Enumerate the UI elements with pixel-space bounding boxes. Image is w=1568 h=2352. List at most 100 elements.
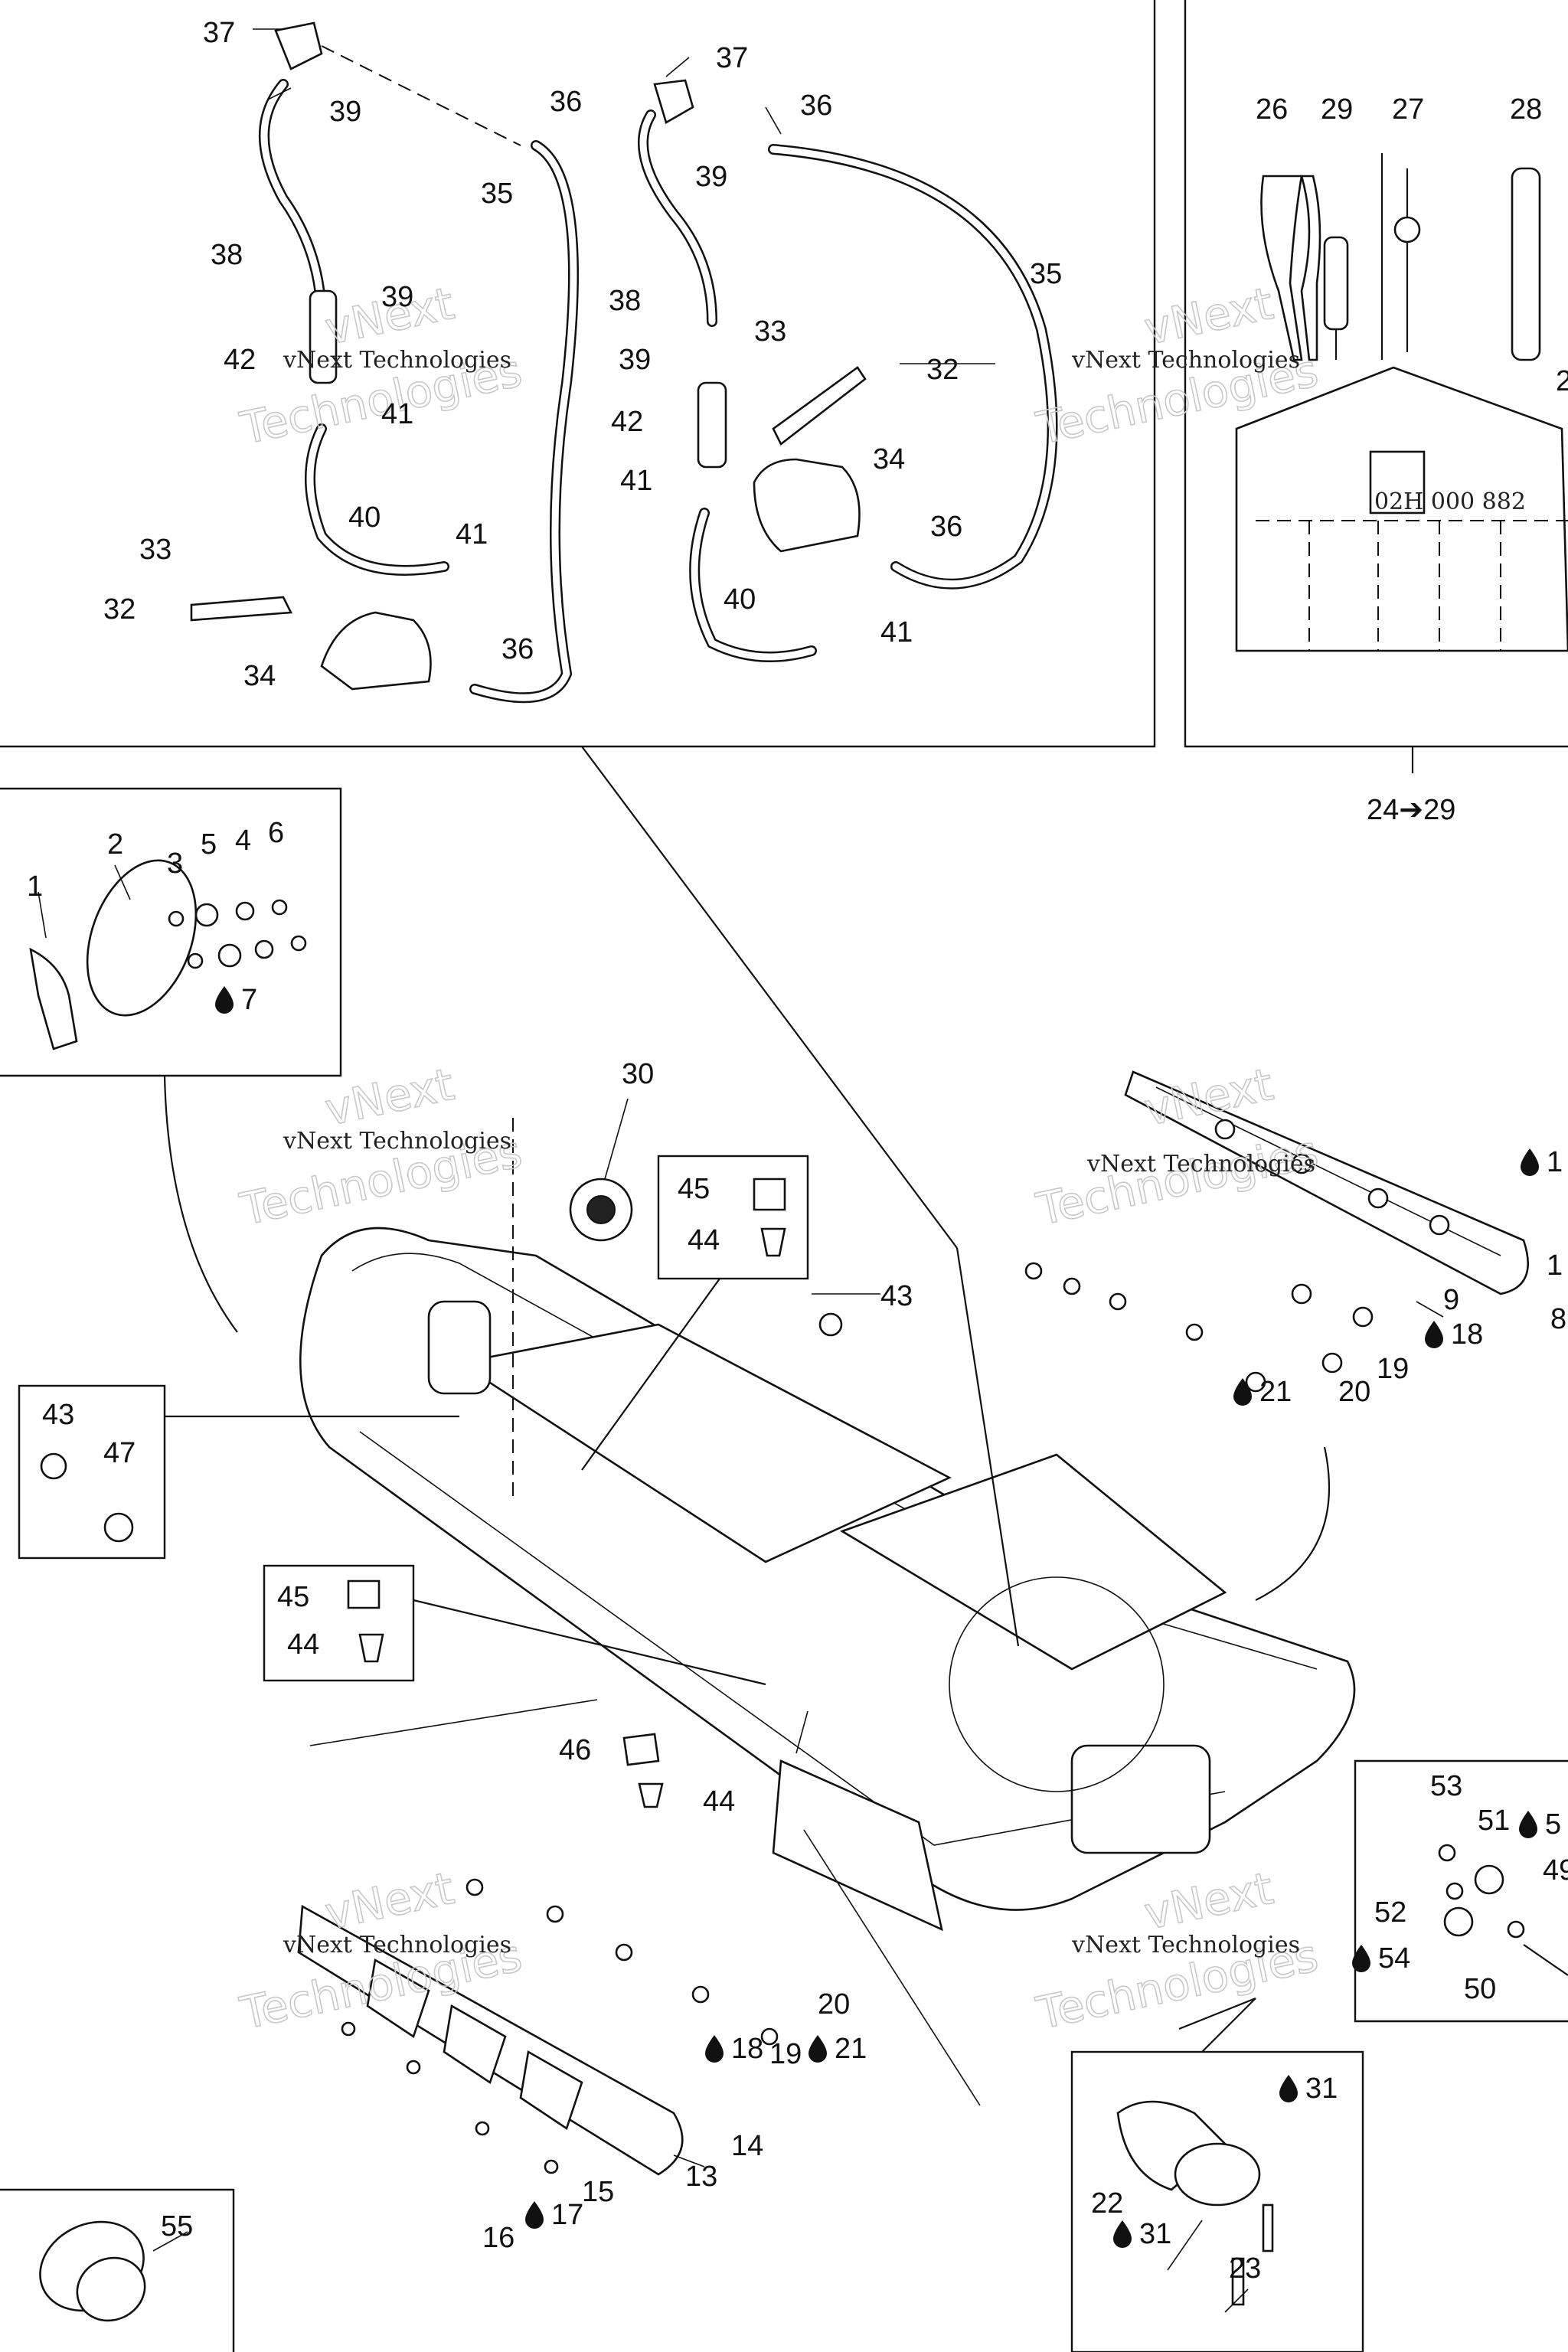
callout-c55: 55 — [161, 2210, 193, 2243]
callout-c27: 27 — [1392, 93, 1424, 126]
side-bumper-assembly — [297, 1699, 981, 2176]
callout-c49: 49 — [1543, 1854, 1568, 1886]
callout-c2429: 24➔29 — [1367, 794, 1455, 826]
fitting-inset — [1354, 1759, 1568, 2023]
callout-c36c: 36 — [800, 90, 832, 122]
drop-icon — [1352, 1945, 1370, 1972]
callout-c30: 30 — [622, 1058, 654, 1090]
callout-c42a: 42 — [224, 344, 256, 376]
svg-text:vNext: vNext — [321, 1862, 459, 1940]
callout-c46: 46 — [559, 1734, 591, 1766]
callout-c37a: 37 — [203, 17, 235, 49]
callout-c47: 47 — [103, 1437, 136, 1469]
callout-c38b: 38 — [609, 285, 641, 317]
svg-text:vNext Technologies: vNext Technologies — [1071, 1932, 1300, 1958]
svg-text:vNext: vNext — [1140, 1862, 1278, 1940]
callout-c21a: 21 — [1259, 1376, 1292, 1408]
callout-c18a: 18 — [1451, 1318, 1483, 1351]
callout-c1x: 1 — [1547, 1146, 1563, 1178]
callout-c5x: 5 — [1545, 1808, 1561, 1841]
clip-inset-45-44-b — [263, 1564, 766, 1686]
callout-c20a: 20 — [1338, 1376, 1370, 1408]
tool-kit: 02H 000 882 — [1235, 153, 1568, 773]
callout-c53: 53 — [1430, 1770, 1462, 1802]
callout-c19a: 19 — [1377, 1353, 1409, 1385]
callout-c36d: 36 — [930, 511, 962, 543]
callout-c19b: 19 — [769, 2038, 802, 2070]
leader-lines — [38, 28, 1444, 2313]
callout-c35b: 35 — [1030, 258, 1062, 290]
callout-c2x: 2 — [1556, 365, 1568, 397]
callout-c1y: 1 — [1547, 1250, 1563, 1282]
callout-c23: 23 — [1229, 2252, 1261, 2285]
clip-inset-45-44-a — [581, 1155, 809, 1471]
callout-c8: 8 — [1550, 1303, 1566, 1335]
callout-c44a: 44 — [688, 1224, 720, 1256]
svg-text:vNext Technologies: vNext Technologies — [1086, 1151, 1315, 1178]
callout-c45a: 45 — [678, 1173, 710, 1205]
callout-c44b: 44 — [287, 1628, 319, 1661]
clip-43 — [818, 1312, 843, 1337]
drop-icon — [1113, 2220, 1132, 2248]
callout-c33a: 33 — [139, 534, 172, 566]
svg-text:Technologies: Technologies — [1032, 1125, 1323, 1236]
callout-c41a: 41 — [381, 398, 413, 430]
callout-c20b: 20 — [818, 1988, 850, 2020]
callout-c4: 4 — [235, 825, 251, 857]
callout-c45b: 45 — [277, 1581, 309, 1613]
svg-text:vNext Technologies: vNext Technologies — [283, 1932, 511, 1958]
callout-c39b: 39 — [381, 281, 413, 313]
drop-icon — [808, 2035, 827, 2063]
callout-c33b: 33 — [754, 315, 786, 348]
drop-icon — [1521, 1148, 1539, 1176]
callout-c31a: 31 — [1305, 2073, 1338, 2105]
sleeve-inset — [0, 2188, 235, 2352]
callout-c9: 9 — [1443, 1284, 1459, 1316]
fuel-hose-assembly-left — [190, 21, 579, 704]
callout-c32a: 32 — [103, 593, 136, 626]
callout-c42b: 42 — [611, 406, 643, 438]
callout-c39a: 39 — [329, 96, 361, 128]
drop-icon — [525, 2201, 544, 2229]
callout-c32b: 32 — [926, 354, 959, 386]
callout-c41d: 41 — [880, 616, 913, 648]
callout-c40a: 40 — [348, 501, 381, 534]
callout-c35a: 35 — [481, 178, 513, 210]
callout-c14: 14 — [731, 2130, 763, 2162]
drop-icon — [1425, 1321, 1443, 1348]
callout-c16: 16 — [482, 2222, 514, 2254]
callout-c26: 26 — [1256, 93, 1288, 126]
callout-c39d: 39 — [619, 344, 651, 376]
callout-c50: 50 — [1464, 1973, 1496, 2005]
callout-c34a: 34 — [243, 660, 276, 692]
callout-c54: 54 — [1378, 1942, 1410, 1975]
callout-c41b: 41 — [456, 518, 488, 550]
callout-c7: 7 — [241, 984, 257, 1016]
callout-c41c: 41 — [620, 465, 652, 497]
callout-c17: 17 — [551, 2199, 583, 2231]
callout-c21b: 21 — [835, 2033, 867, 2065]
callout-c36a: 36 — [550, 86, 582, 118]
callout-c3: 3 — [167, 848, 183, 880]
callout-c13: 13 — [685, 2161, 717, 2193]
callout-c1: 1 — [27, 871, 43, 903]
fuel-hose-assembly-right — [638, 79, 1058, 662]
svg-text:vNext Technologies: vNext Technologies — [283, 1128, 511, 1155]
callout-c15: 15 — [582, 2176, 614, 2208]
clip-46-44 — [622, 1733, 664, 1808]
callout-c22: 22 — [1091, 2187, 1123, 2220]
callout-c38a: 38 — [211, 239, 243, 271]
callout-c31b: 31 — [1139, 2218, 1171, 2250]
callout-c5: 5 — [201, 828, 217, 861]
drop-icon — [215, 986, 234, 1014]
callout-c18b: 18 — [731, 2033, 763, 2065]
hull-body — [299, 746, 1356, 1932]
svg-text:vNext Technologies: vNext Technologies — [283, 347, 511, 374]
upper-frames — [0, 0, 1568, 748]
rear-bumper-assembly — [1024, 1070, 1530, 1393]
callout-c52: 52 — [1374, 1896, 1406, 1929]
drop-icon — [1279, 2075, 1298, 2102]
callout-c34b: 34 — [873, 443, 905, 475]
